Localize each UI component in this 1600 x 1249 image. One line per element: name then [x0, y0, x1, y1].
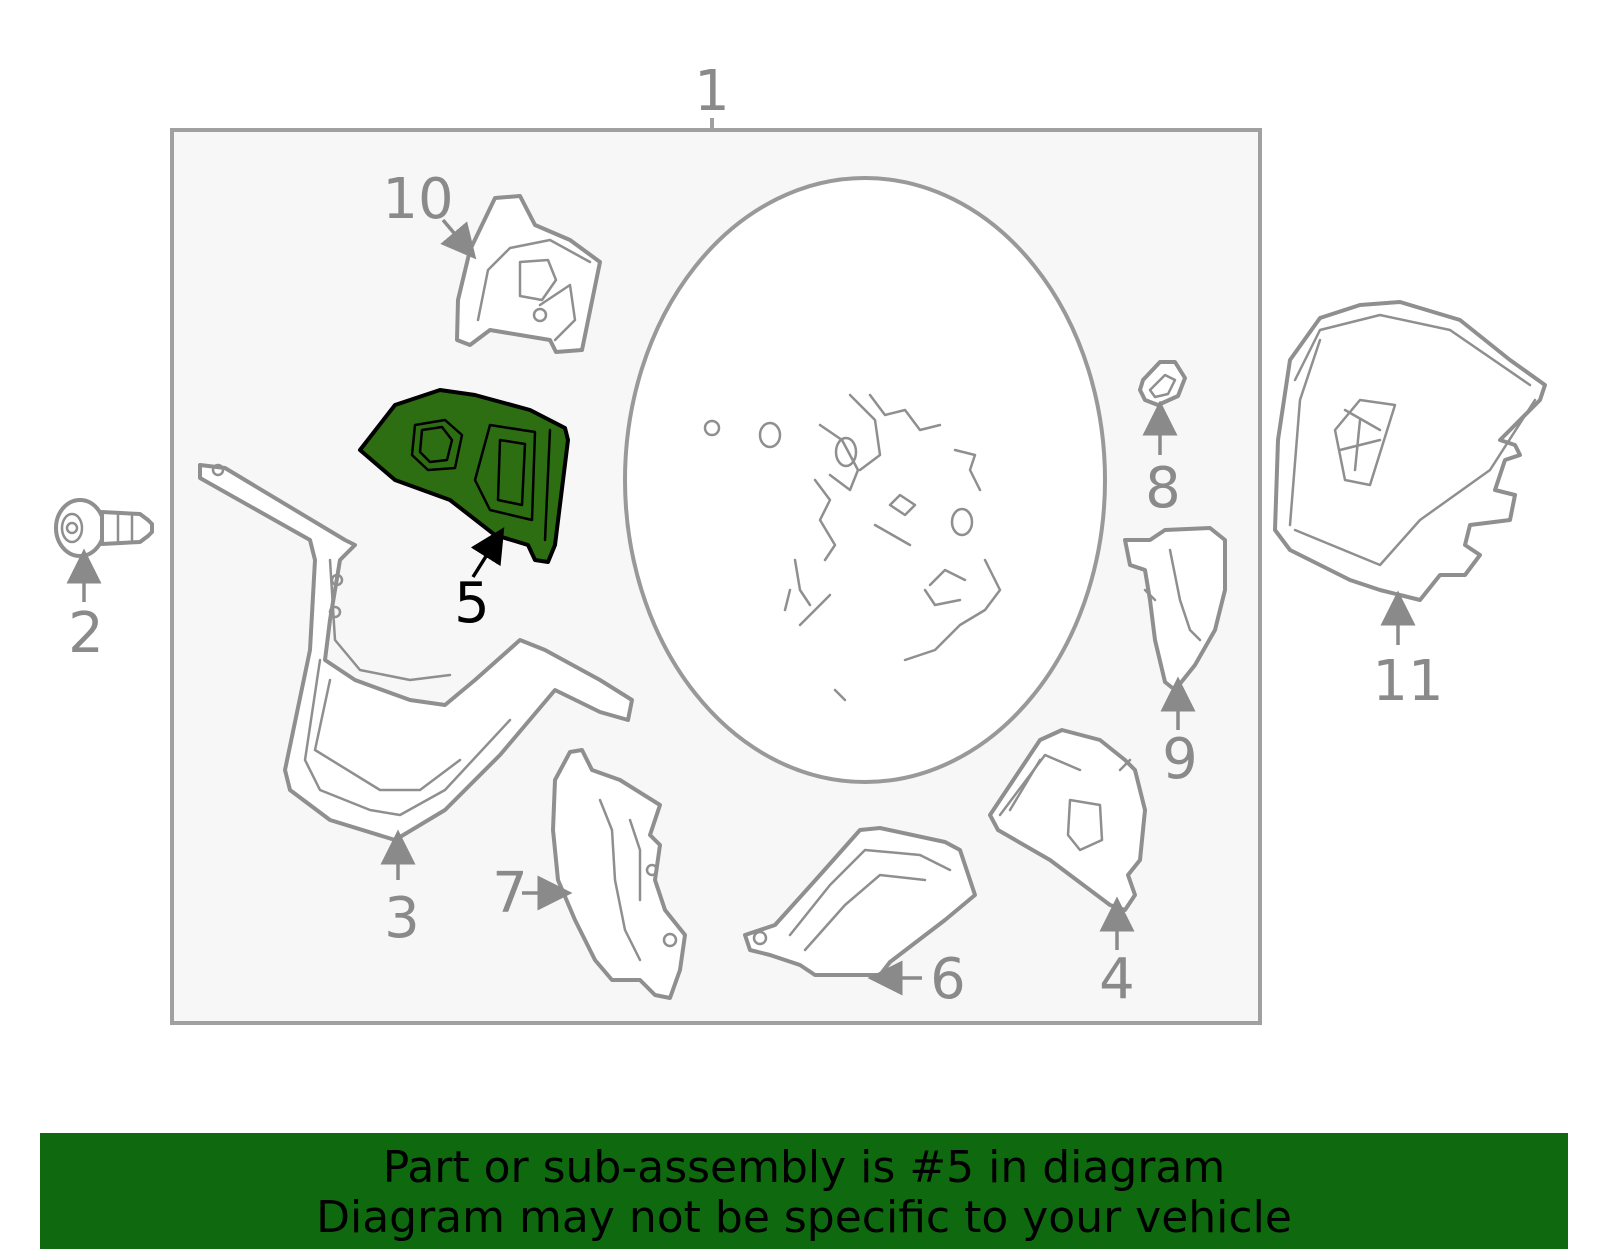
part-8: [1138, 360, 1187, 407]
steering-wheel: [623, 176, 1107, 784]
arrow-10: [440, 218, 477, 260]
label-11: 11: [1372, 649, 1443, 714]
label-2: 2: [68, 601, 104, 666]
label-9: 9: [1162, 727, 1198, 792]
arrow-5: [470, 527, 505, 578]
part-5-shape: [358, 388, 570, 564]
label-3: 3: [384, 886, 420, 951]
steering-wheel-details: [703, 393, 1002, 702]
banner-line-1: Part or sub-assembly is #5 in diagram: [382, 1142, 1226, 1193]
info-banner: Part or sub-assembly is #5 in diagram Di…: [40, 1133, 1568, 1249]
label-7: 7: [492, 861, 528, 926]
label-4: 4: [1099, 947, 1135, 1012]
part-6: [743, 826, 977, 977]
label-8: 8: [1145, 456, 1181, 521]
parts-diagram: 1 10 5 2 3 7 6 4 8 9 11: [54, 59, 1547, 1025]
part-7: [551, 748, 687, 1000]
label-5: 5: [454, 571, 490, 636]
part-3: [198, 463, 634, 842]
part-5: [358, 388, 570, 564]
banner-line-2: Diagram may not be specific to your vehi…: [316, 1192, 1292, 1243]
part-9: [1123, 526, 1227, 692]
part-10: [455, 194, 602, 354]
label-1: 1: [694, 59, 730, 124]
part-11: [1273, 300, 1547, 602]
label-6: 6: [930, 947, 966, 1012]
part-4: [988, 728, 1147, 912]
part-2: [54, 498, 154, 558]
